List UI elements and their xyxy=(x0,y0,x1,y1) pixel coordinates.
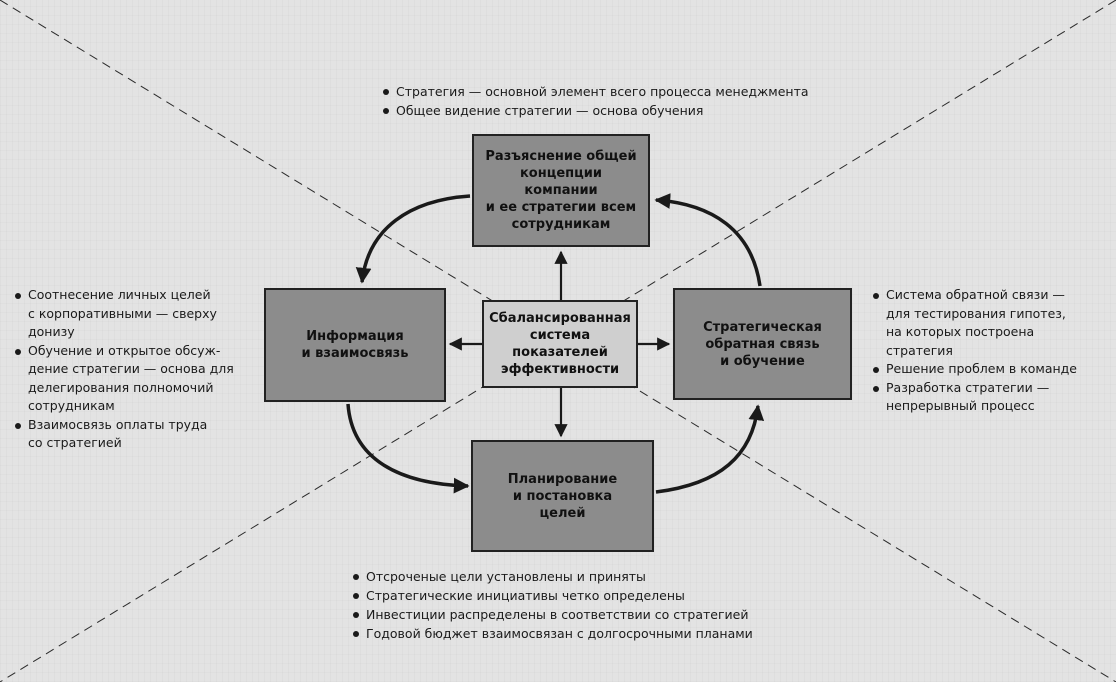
box-strategic-feedback: Стратегическая обратная связь и обучение xyxy=(673,288,852,400)
curve-arrow-bottom-to-right xyxy=(655,404,765,494)
box-balanced-scorecard: Сбалансированная система показателей эфф… xyxy=(482,300,638,388)
notes-top-list: Стратегия — основной элемент всего проце… xyxy=(380,82,850,120)
note-top-2: Общее видение стратегии — основа обучени… xyxy=(380,101,850,120)
note-left-1: Соотнесение личных целей с корпоративным… xyxy=(12,286,260,342)
note-left-3: Взаимосвязь оплаты труда со стратегией xyxy=(12,416,260,453)
note-right-1: Система обратной связи — для тестировани… xyxy=(870,286,1110,360)
note-bottom-2: Стратегические инициативы четко определе… xyxy=(350,586,790,605)
notes-bottom-list: Отсроченые цели установлены и приняты Ст… xyxy=(350,567,790,643)
box-strategy-explanation: Разъяснение общей концепции компании и е… xyxy=(472,134,650,247)
curve-arrow-right-to-top xyxy=(654,193,762,287)
note-right-3: Разработка стратегии — непрерывный проце… xyxy=(870,379,1110,416)
note-bottom-3: Инвестиции распределены в соответствии с… xyxy=(350,605,790,624)
curve-arrow-left-to-bottom xyxy=(346,403,470,494)
note-left-2: Обучение и открытое обсуж- дение стратег… xyxy=(12,342,260,416)
note-bottom-4: Годовой бюджет взаимосвязан с долгосрочн… xyxy=(350,624,790,643)
box-information-linkage: Информация и взаимосвязь xyxy=(264,288,446,402)
note-right-2: Решение проблем в команде xyxy=(870,360,1110,379)
notes-left-list: Соотнесение личных целей с корпоративным… xyxy=(12,286,260,453)
notes-right-list: Система обратной связи — для тестировани… xyxy=(870,286,1110,416)
curve-arrow-top-to-left xyxy=(355,194,471,284)
note-bottom-1: Отсроченые цели установлены и приняты xyxy=(350,567,790,586)
note-top-1: Стратегия — основной элемент всего проце… xyxy=(380,82,850,101)
box-planning-targets: Планирование и постановка целей xyxy=(471,440,654,552)
